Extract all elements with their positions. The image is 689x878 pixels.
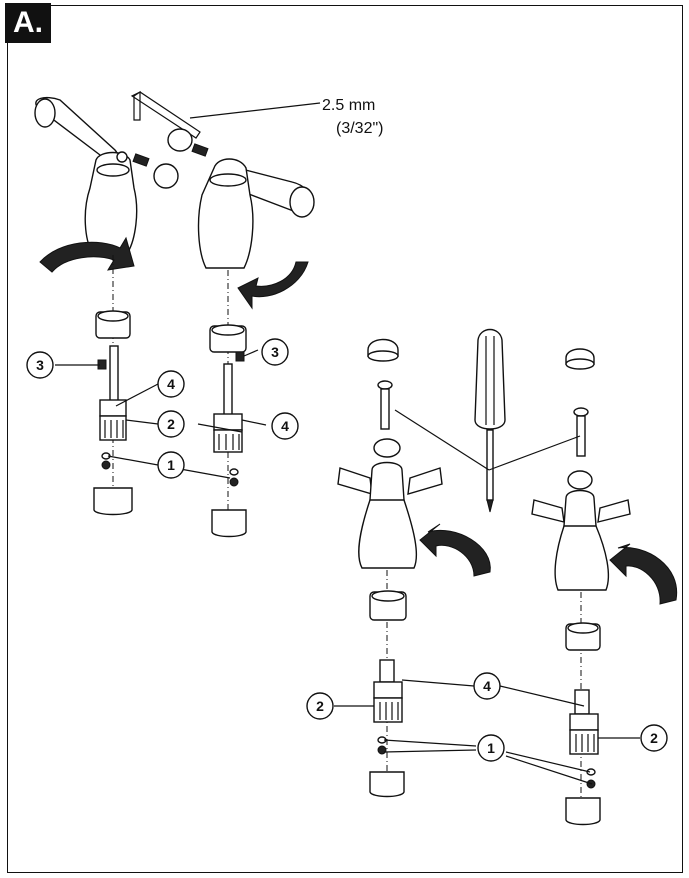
rotation-arrow-cross-right (609, 543, 678, 605)
svg-text:4: 4 (281, 418, 289, 434)
cross-handle-left (337, 438, 443, 569)
screwdriver-leader-right (488, 435, 581, 471)
leaders-cross (334, 679, 640, 785)
svg-text:2: 2 (167, 416, 175, 432)
callout-4-cross: 4 (473, 672, 501, 700)
hex-wrench (130, 90, 321, 139)
cross-handle-right (531, 470, 631, 591)
rotation-arrow-right (237, 261, 309, 310)
handle-screws (377, 380, 589, 457)
callout-3-right: 3 (261, 338, 289, 366)
callout-2-cross-left: 2 (306, 692, 334, 720)
bonnet-nut-left (95, 310, 131, 339)
cartridge-left (93, 345, 133, 516)
right-lever-handle (197, 158, 315, 269)
cartridge-right (211, 351, 247, 538)
wrench-size-label: 2.5 mm (322, 97, 375, 114)
svg-text:1: 1 (487, 740, 495, 756)
callout-3-left: 3 (26, 351, 54, 379)
callout-4-right: 4 (271, 412, 299, 440)
callout-4-left: 4 (157, 370, 185, 398)
svg-text:3: 3 (36, 357, 44, 373)
callout-1-cross: 1 (477, 734, 505, 762)
svg-text:2: 2 (650, 730, 658, 746)
frame-border (7, 5, 683, 873)
svg-text:2: 2 (316, 698, 324, 714)
callout-2-cross-right: 2 (640, 724, 668, 752)
section-badge: A. (5, 3, 51, 43)
screwdriver-leader-left (394, 409, 490, 471)
svg-text:3: 3 (271, 344, 279, 360)
svg-text:4: 4 (483, 678, 491, 694)
left-lever-handle (34, 96, 138, 253)
index-caps (367, 338, 595, 370)
svg-text:1: 1 (167, 457, 175, 473)
callout-1-left: 1 (157, 451, 185, 479)
wrench-size-imperial-label: (3/32") (336, 120, 383, 137)
svg-text:4: 4 (167, 376, 175, 392)
rotation-arrow-cross-left (419, 523, 491, 577)
cartridge-cross-right (565, 689, 601, 826)
leaders-left (55, 349, 267, 479)
rotation-arrow-left (39, 236, 135, 273)
bonnet-nut-cross-left (369, 590, 407, 621)
bonnet-nut-right (209, 324, 247, 353)
set-screws (132, 128, 209, 189)
callout-2-left: 2 (157, 410, 185, 438)
bonnet-nut-cross-right (565, 622, 601, 651)
screwdriver (474, 328, 506, 513)
